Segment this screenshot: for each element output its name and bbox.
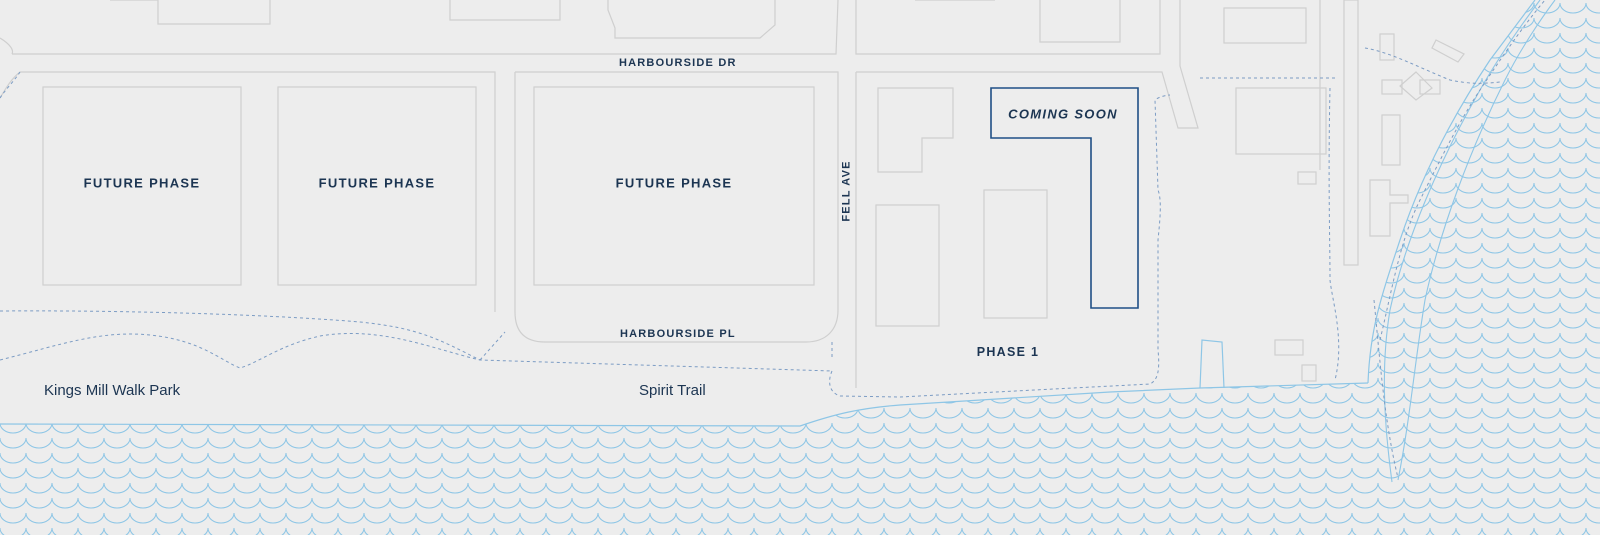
- parcel-label-coming-soon: COMING SOON: [1008, 106, 1118, 122]
- coming-soon-footprint: [990, 87, 1139, 309]
- parcel-label-phase-1: PHASE 1: [976, 344, 1040, 359]
- landmark-label-park: Kings Mill Walk Park: [44, 382, 181, 399]
- parcel-label-future-phase-2: FUTURE PHASE: [318, 175, 436, 191]
- street-label-fell-ave: FELL AVE: [840, 160, 853, 222]
- parcel-label-future-phase-3: FUTURE PHASE: [615, 175, 733, 191]
- street-label-harbourside-pl: HARBOURSIDE PL: [620, 328, 736, 340]
- trails: [0, 0, 1546, 479]
- landmark-label-trail: Spirit Trail: [639, 382, 706, 399]
- street-label-harbourside-dr: HARBOURSIDE DR: [619, 57, 737, 69]
- parcel-label-future-phase-1: FUTURE PHASE: [83, 175, 201, 191]
- building-outlines: [0, 0, 1465, 388]
- creek: [1383, 0, 1556, 483]
- shoreline-east: [1367, 0, 1536, 384]
- pier: [1199, 339, 1225, 389]
- shoreline: [0, 382, 1369, 427]
